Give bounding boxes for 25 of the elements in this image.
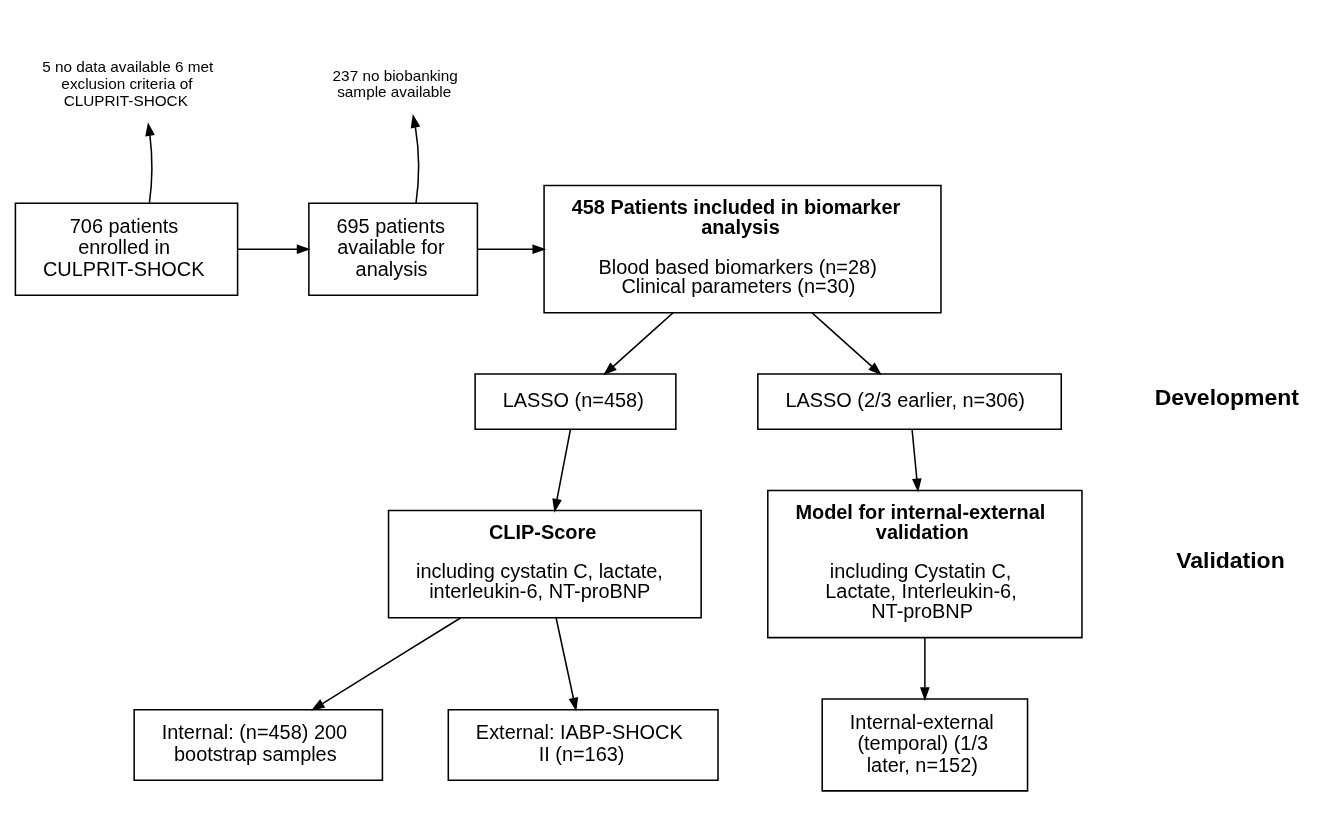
- node-box: External: IABP-SHOCK II (n=163): [447, 708, 719, 781]
- arrow: [920, 636, 930, 701]
- node-box: LASSO (n=458): [474, 372, 677, 430]
- arrow: [811, 311, 882, 375]
- arrow: [552, 428, 572, 513]
- arrow: [477, 243, 547, 254]
- node-text: 237 no biobanking sample available: [332, 66, 458, 100]
- node-box: Internal-external (temporal) (1/3 later, n=152): [821, 697, 1029, 792]
- arrow: [911, 428, 922, 492]
- arrow: [555, 616, 579, 712]
- node-box: Model for internal-external validation including Cystatin C, Lactate, Interleukin-6, NT-proBNP: [767, 489, 1083, 638]
- node-box: 695 patients available for analysis: [308, 201, 479, 296]
- node-box: Internal: (n=458) 200 bootstrap samples: [133, 708, 384, 781]
- arrow: [310, 616, 462, 711]
- arrow: [603, 311, 674, 375]
- node-box: LASSO (2/3 earlier, n=306): [757, 372, 1063, 430]
- label: Validation: [1176, 546, 1285, 573]
- node-box: CLIP-Score including cystatin C, lactate, interleukin-6, NT-proBNP: [387, 509, 702, 618]
- label: Development: [1154, 383, 1299, 410]
- arrow: [145, 121, 155, 203]
- arrow: [410, 113, 421, 204]
- node-box: 458 Patients included in biomarker analysis Blood based biomarkers (n=28) Clinical parameters (n=30): [543, 184, 942, 314]
- arrow: [237, 243, 311, 254]
- node-text: 5 no data available 6 met exclusion criteria of CLUPRIT-SHOCK: [42, 57, 214, 109]
- node-box: 706 patients enrolled in CULPRIT-SHOCK: [14, 201, 239, 296]
